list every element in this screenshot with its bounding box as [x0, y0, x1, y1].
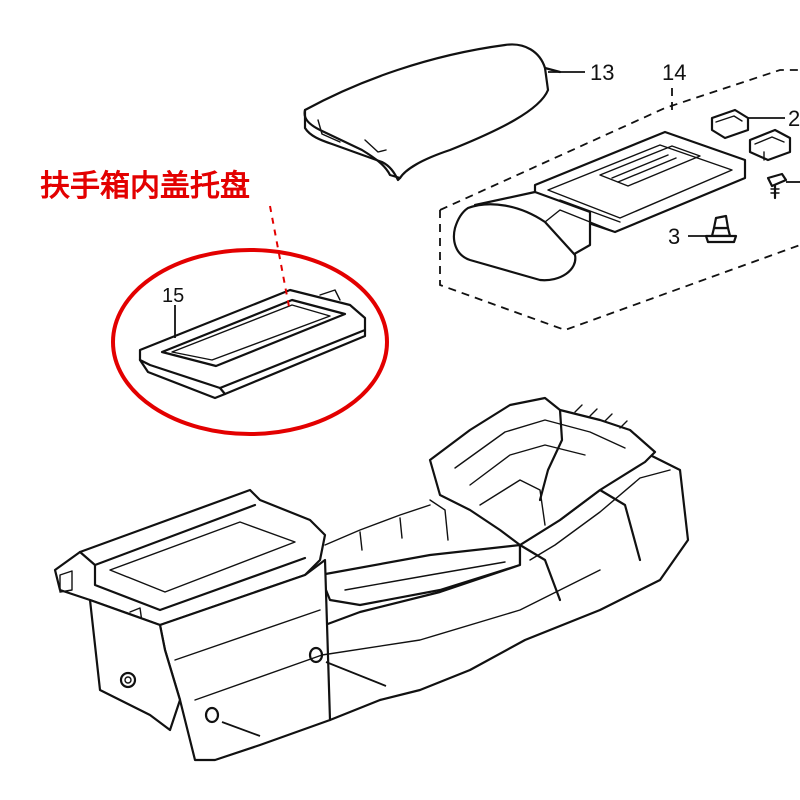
highlight-dashed-pointer [269, 205, 291, 313]
screw-icon [766, 172, 800, 200]
callout-2-label: 2 [788, 106, 800, 131]
callout-15-label: 15 [162, 285, 184, 307]
center-console-body [53, 396, 690, 762]
callout-2: 2 [748, 106, 800, 131]
callout-15: 15 [162, 285, 184, 338]
clip-bracket-part-2 [710, 108, 792, 162]
callout-3: 3 [668, 224, 708, 249]
push-clip-part-3 [704, 214, 738, 244]
callout-13-label: 13 [590, 60, 614, 85]
callout-14-label: 14 [662, 60, 686, 85]
highlight-circle [111, 248, 389, 436]
inner-lid-tray-part-15 [138, 288, 367, 400]
armrest-hinge-base-part-14 [452, 130, 747, 282]
armrest-lid-part-13 [303, 43, 562, 182]
callout-14: 14 [662, 60, 686, 85]
annotation-label: 扶手箱内盖托盘 [40, 169, 250, 204]
callout-13: 13 [548, 60, 614, 85]
callout-3-label: 3 [668, 224, 680, 249]
part-14-assembly-box [439, 69, 800, 331]
